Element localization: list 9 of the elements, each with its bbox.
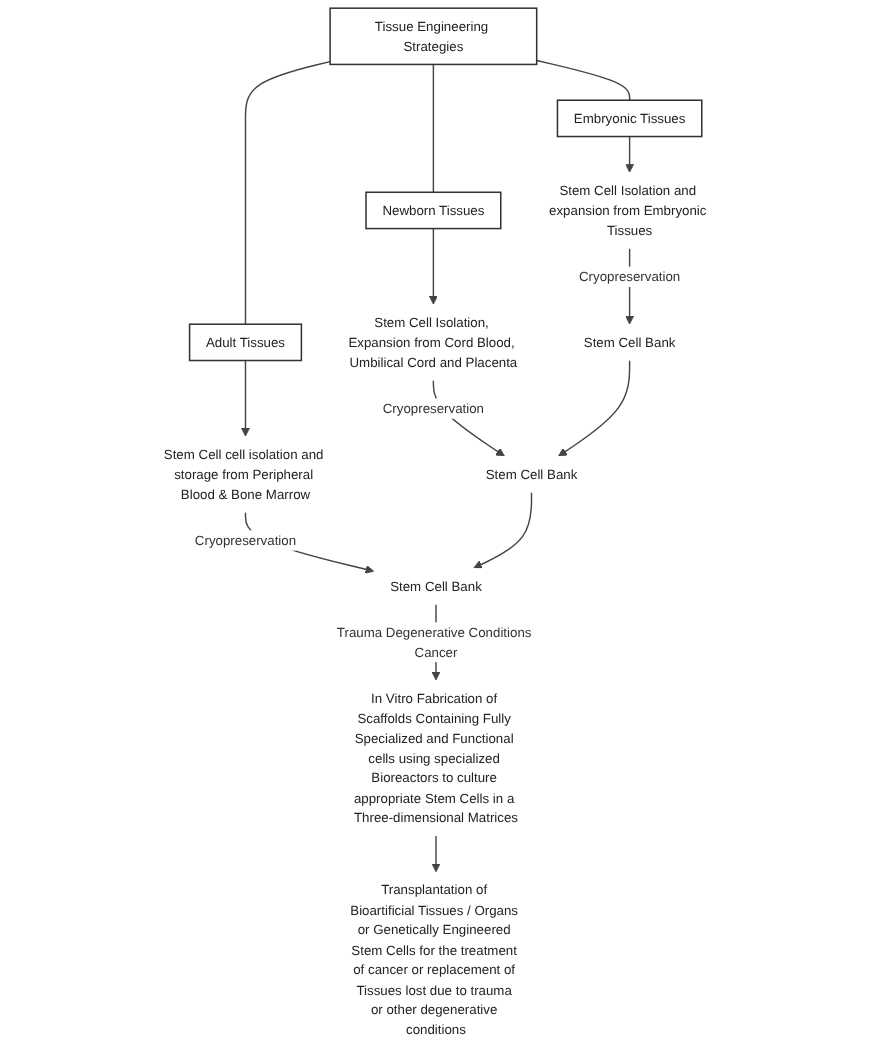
connector bbox=[535, 59, 630, 101]
arrow bbox=[624, 135, 634, 173]
arrow bbox=[428, 227, 438, 305]
arrow bbox=[557, 359, 630, 457]
arrow bbox=[472, 491, 532, 569]
connector bbox=[244, 60, 331, 325]
connector bbox=[432, 63, 434, 193]
arrow bbox=[430, 835, 440, 873]
arrow bbox=[240, 359, 250, 437]
